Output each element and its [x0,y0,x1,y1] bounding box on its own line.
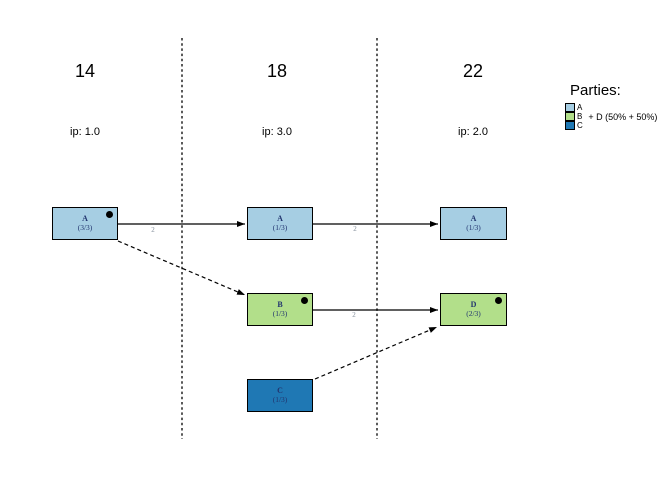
edge-label: 2 [151,226,155,234]
column-year-14: 14 [74,61,96,81]
government-dot-icon [495,297,502,304]
edge-merge-c18-d22 [314,326,438,380]
ip-label-22: ip: 2.0 [458,126,488,138]
share-label: (1/3) [272,223,288,232]
party-node-d-22: D (2/3) [440,293,507,326]
share-label: (2/3) [466,309,481,318]
legend-swatch-icon [565,112,575,121]
party-label: D [470,300,477,309]
party-node-a-14: A (3/3) [52,207,118,240]
legend-item-a: A [565,103,657,112]
share-label: (3/3) [77,223,93,232]
edge-label: 2 [352,311,356,319]
legend-item-label: A [577,102,583,112]
government-dot-icon [301,297,308,304]
legend-item-label: C [577,120,583,130]
party-node-a-22: A (1/3) [440,207,507,240]
party-label: A [470,214,477,223]
edge-label: 2 [353,225,357,233]
legend-item-label: B [577,111,583,121]
legend-swatch-icon [565,103,575,112]
column-year-22: 22 [462,61,484,81]
party-node-c-18: C (1/3) [247,379,313,412]
legend-swatch-icon [565,121,575,130]
party-label: C [277,386,283,395]
ip-label-18: ip: 3.0 [262,126,292,138]
column-year-18: 18 [266,61,288,81]
party-label: A [82,214,88,223]
legend-title: Parties: [570,82,621,99]
legend-item-b: B + D (50% + 50%) [565,112,657,121]
legend: Parties: A B + D (50% + 50%) C [565,82,657,130]
legend-item-c: C [565,121,657,130]
party-label: A [277,214,283,223]
edge-split-a14-b18 [117,240,246,296]
ip-label-14: ip: 1.0 [70,126,100,138]
party-node-b-18: B (1/3) [247,293,313,326]
party-label: B [277,300,283,309]
legend-item-suffix: + D (50% + 50%) [588,111,658,122]
share-label: (1/3) [272,309,288,318]
government-dot-icon [106,211,113,218]
share-label: (1/3) [272,395,288,404]
share-label: (1/3) [466,223,481,232]
party-node-a-18: A (1/3) [247,207,313,240]
